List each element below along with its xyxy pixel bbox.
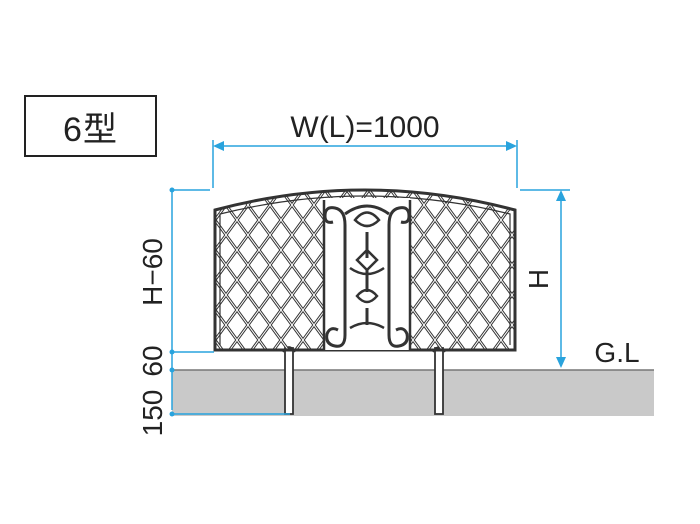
dim-h-minus-60: H−60 [137,238,168,306]
dim-150: 150 [137,390,168,437]
height-dimension [520,189,570,368]
width-dimension [212,140,518,188]
dim-60: 60 [137,345,168,376]
post-right [434,347,444,415]
ground-label: G.L [594,337,639,368]
height-label: H [523,269,554,289]
vertical-dimension-left [169,187,290,417]
center-ornament [322,198,412,350]
width-label: W(L)=1000 [290,111,439,144]
post-left [284,347,294,415]
fence-panel [213,188,517,352]
type-label-box: 6型 [24,95,157,157]
type-label: 6型 [63,110,118,149]
ground [172,370,654,416]
